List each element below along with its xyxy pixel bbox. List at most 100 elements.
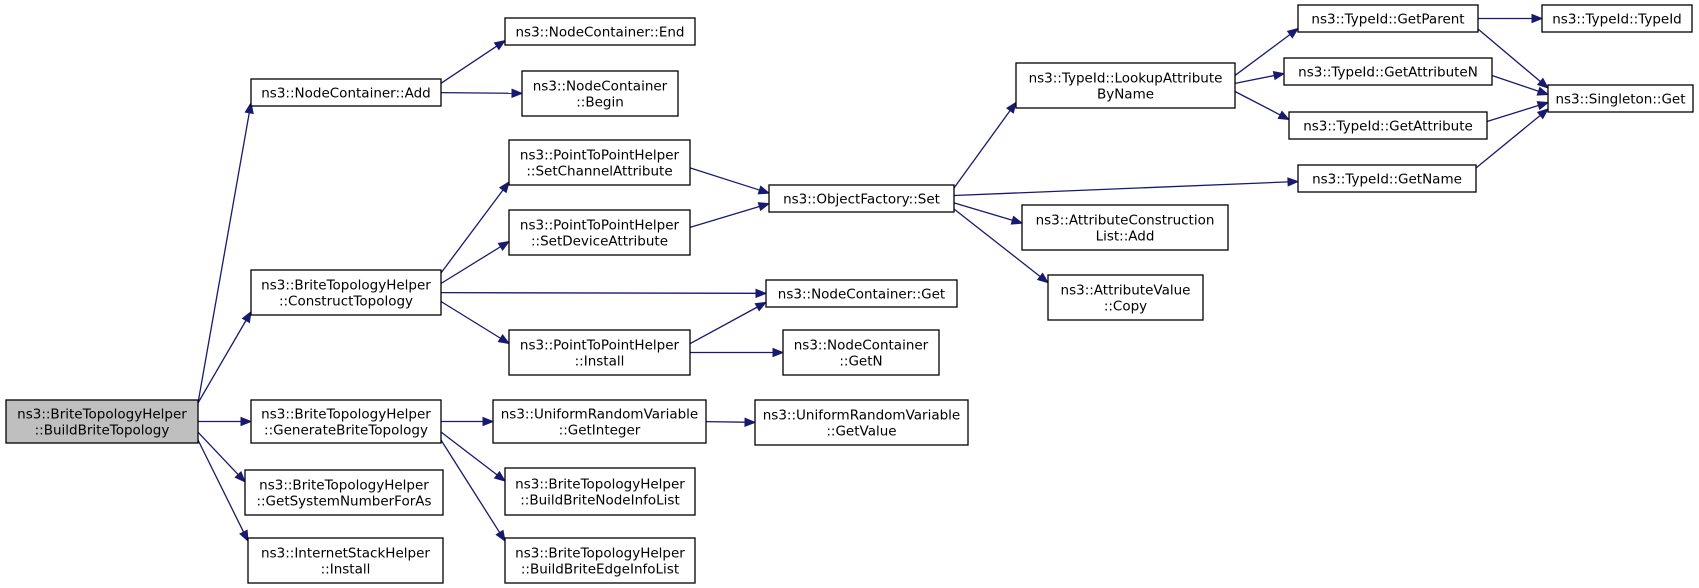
edge-line [197, 431, 239, 476]
node-construct[interactable]: ns3::BriteTopologyHelper::ConstructTopol… [250, 269, 442, 316]
node-label-line: ::Install [575, 354, 625, 370]
node-nc_add[interactable]: ns3::NodeContainer::Add [250, 78, 442, 107]
node-label-line: ::GetSystemNumberForAs [256, 494, 431, 510]
node-root[interactable]: ns3::BriteTopologyHelper::BuildBriteTopo… [5, 399, 199, 444]
node-of_set[interactable]: ns3::ObjectFactory::Set [768, 184, 955, 213]
node-p2p_chan[interactable]: ns3::PointToPointHelper::SetChannelAttri… [508, 139, 691, 186]
node-av_copy[interactable]: ns3::AttributeValue::Copy [1047, 274, 1204, 321]
nodes-layer: ns3::BriteTopologyHelper::BuildBriteTopo… [5, 4, 1694, 584]
node-label-line: ns3::PointToPointHelper [520, 338, 680, 354]
node-generate[interactable]: ns3::BriteTopologyHelper::GenerateBriteT… [250, 399, 442, 444]
edge-line [1477, 28, 1541, 83]
edge-tid_getattr-to-singleton_get [1486, 101, 1550, 123]
edge-line [689, 306, 758, 345]
node-urv_getint[interactable]: ns3::UniformRandomVariable::GetInteger [492, 399, 707, 444]
edge-p2p_install-to-nc_get [689, 301, 768, 345]
node-box [1047, 274, 1204, 321]
node-label-line: ns3::BriteTopologyHelper [515, 477, 685, 493]
node-label-line: ns3::TypeId::LookupAttribute [1029, 71, 1223, 87]
edge-generate-to-urv_getint [441, 416, 495, 427]
node-box [5, 399, 199, 444]
edge-arrowhead [497, 240, 511, 252]
node-label-line: ::Begin [576, 95, 624, 111]
edge-of_set-to-acl_add [953, 202, 1024, 225]
node-label-line: ns3::InternetStackHelper [261, 546, 430, 562]
edge-line [197, 320, 247, 404]
node-label-line: ns3::NodeContainer [794, 338, 929, 354]
node-nc_end[interactable]: ns3::NodeContainer::End [504, 17, 696, 46]
node-nc_get[interactable]: ns3::NodeContainer::Get [765, 279, 958, 308]
node-inet_install[interactable]: ns3::InternetStackHelper::Install [247, 537, 444, 584]
node-tid_getname[interactable]: ns3::TypeId::GetName [1297, 164, 1477, 193]
edge-arrowhead [1531, 13, 1544, 24]
edge-arrowhead [493, 470, 507, 482]
node-box [244, 469, 444, 516]
node-label-line: ns3::NodeContainer::End [516, 25, 685, 41]
node-edge_info[interactable]: ns3::BriteTopologyHelper::BuildBriteEdge… [504, 537, 696, 584]
edge-arrowhead [495, 529, 506, 543]
node-tid_getattrn[interactable]: ns3::TypeId::GetAttributeN [1283, 57, 1493, 86]
edge-line [689, 167, 760, 191]
edge-root-to-generate [198, 416, 253, 427]
node-label-line: ns3::PointToPointHelper [520, 218, 680, 234]
node-singleton_get[interactable]: ns3::Singleton::Get [1547, 84, 1694, 113]
node-urv_getval[interactable]: ns3::UniformRandomVariable::GetValue [754, 399, 969, 446]
node-label-line: ::BuildBriteEdgeInfoList [521, 562, 679, 578]
node-nc_begin[interactable]: ns3::NodeContainer::Begin [521, 70, 679, 117]
edge-arrowhead [757, 185, 771, 195]
node-box [1021, 204, 1229, 251]
node-label-line: ns3::AttributeConstruction [1036, 213, 1215, 229]
edge-lookup-to-tid_getattrn [1234, 71, 1286, 85]
edge-p2p_dev-to-of_set [689, 202, 771, 229]
node-sysnum[interactable]: ns3::BriteTopologyHelper::GetSystemNumbe… [244, 469, 444, 516]
node-node_info[interactable]: ns3::BriteTopologyHelper::BuildBriteNode… [504, 467, 696, 516]
node-box [521, 70, 679, 117]
edge-line [440, 431, 498, 476]
node-label-line: ns3::BriteTopologyHelper [515, 546, 685, 562]
node-box [1541, 4, 1693, 33]
node-box [508, 329, 691, 376]
node-label-line: ns3::UniformRandomVariable [501, 407, 699, 423]
node-box [508, 209, 691, 256]
node-box [1297, 164, 1477, 193]
edge-arrowhead [754, 301, 768, 312]
edge-arrowhead [757, 202, 771, 212]
node-tid_typeid[interactable]: ns3::TypeId::TypeId [1541, 4, 1693, 33]
node-p2p_install[interactable]: ns3::PointToPointHelper::Install [508, 329, 691, 376]
edge-arrowhead [1010, 215, 1024, 225]
edge-lookup-to-tid_getparent [1234, 27, 1300, 76]
node-label-line: ns3::NodeContainer::Add [261, 86, 430, 102]
edge-tid_getname-to-singleton_get [1475, 108, 1550, 169]
node-nc_getn[interactable]: ns3::NodeContainer::GetN [782, 329, 940, 376]
edge-construct-to-p2p_dev [440, 240, 511, 285]
edge-arrowhead [482, 416, 495, 427]
edge-line [440, 300, 501, 339]
node-label-line: ns3::TypeId::GetName [1312, 172, 1462, 188]
node-p2p_dev[interactable]: ns3::PointToPointHelper::SetDeviceAttrib… [508, 209, 691, 256]
node-box [250, 269, 442, 316]
edge-p2p_chan-to-of_set [689, 167, 771, 195]
node-box [504, 17, 696, 46]
edge-arrowhead [1536, 86, 1550, 96]
edge-tid_getparent-to-tid_typeid [1478, 13, 1544, 24]
node-tid_getparent[interactable]: ns3::TypeId::GetParent [1297, 4, 1479, 33]
edge-arrowhead [493, 39, 507, 51]
edge-of_set-to-av_copy [953, 208, 1050, 284]
edge-arrowhead [1287, 177, 1300, 187]
edge-arrowhead [234, 470, 246, 483]
node-box [504, 467, 696, 516]
node-label-line: ns3::TypeId::TypeId [1552, 12, 1682, 28]
edge-root-to-sysnum [197, 431, 246, 483]
node-tid_getattr[interactable]: ns3::TypeId::GetAttribute [1288, 111, 1488, 140]
edge-generate-to-node_info [440, 431, 507, 482]
edge-nc_add-to-nc_end [440, 39, 507, 84]
edge-line [953, 181, 1289, 197]
edge-line [440, 45, 498, 84]
node-label-line: ::Install [321, 562, 371, 578]
node-label-line: ns3::BriteTopologyHelper [259, 478, 429, 494]
edge-line [440, 189, 504, 274]
edge-line [705, 421, 746, 423]
